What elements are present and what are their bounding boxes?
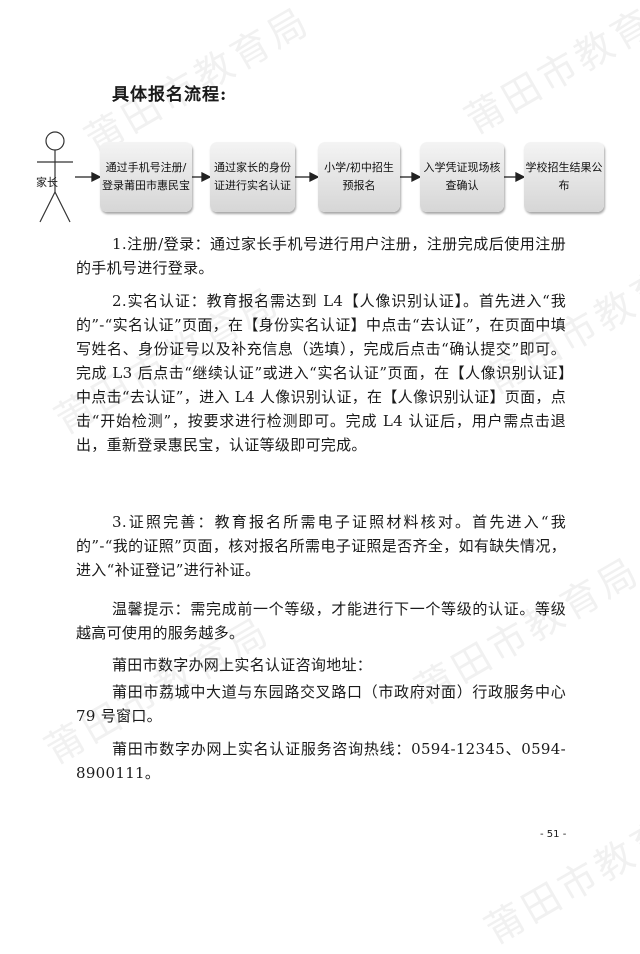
flow-step-verify-identity: 通过家长的身份 证进行实名认证 xyxy=(210,142,295,212)
actor-label: 家长 xyxy=(36,176,58,189)
registration-flowchart xyxy=(37,131,526,223)
flow-arrows xyxy=(75,171,526,183)
flow-step-pre-registration: 小学/初中招生 预报名 xyxy=(318,142,400,212)
paragraph-certificates: 3.证照完善：教育报名所需电子证照材料核对。首先进入“我的”-“我的证照”页面，… xyxy=(76,513,566,579)
section-heading: 具体报名流程: xyxy=(112,85,228,105)
paragraph-address: 莆田市荔城中大道与东园路交叉路口（市政府对面）行政服务中心 79 号窗口。 xyxy=(76,683,566,725)
flow-step-register: 通过手机号注册/ 登录莆田市惠民宝 xyxy=(100,142,192,212)
paragraph-hotline: 莆田市数字办网上实名认证服务咨询热线：0594-12345、0594-89001… xyxy=(76,740,566,782)
paragraph-address-title: 莆田市数字办网上实名认证咨询地址： xyxy=(112,656,373,674)
paragraph-tip: 温馨提示：需完成前一个等级，才能进行下一个等级的认证。等级越高可使用的服务越多。 xyxy=(76,600,566,642)
flow-step-onsite-check: 入学凭证现场核 查确认 xyxy=(420,142,504,212)
flow-step-results: 学校招生结果公 布 xyxy=(524,142,604,212)
watermark: 莆田市教育局 xyxy=(457,0,640,143)
watermark: 莆田市教育局 xyxy=(477,788,640,953)
paragraph-real-name-auth: 2.实名认证：教育报名需达到 L4【人像识别认证】。首先进入“我的”-“实名认证… xyxy=(76,292,566,454)
paragraph-register: 1.注册/登录：通过家长手机号进行用户注册，注册完成后使用注册的手机号进行登录。 xyxy=(76,235,566,277)
page-number: - 51 - xyxy=(540,829,567,840)
stick-figure-icon xyxy=(37,131,73,223)
